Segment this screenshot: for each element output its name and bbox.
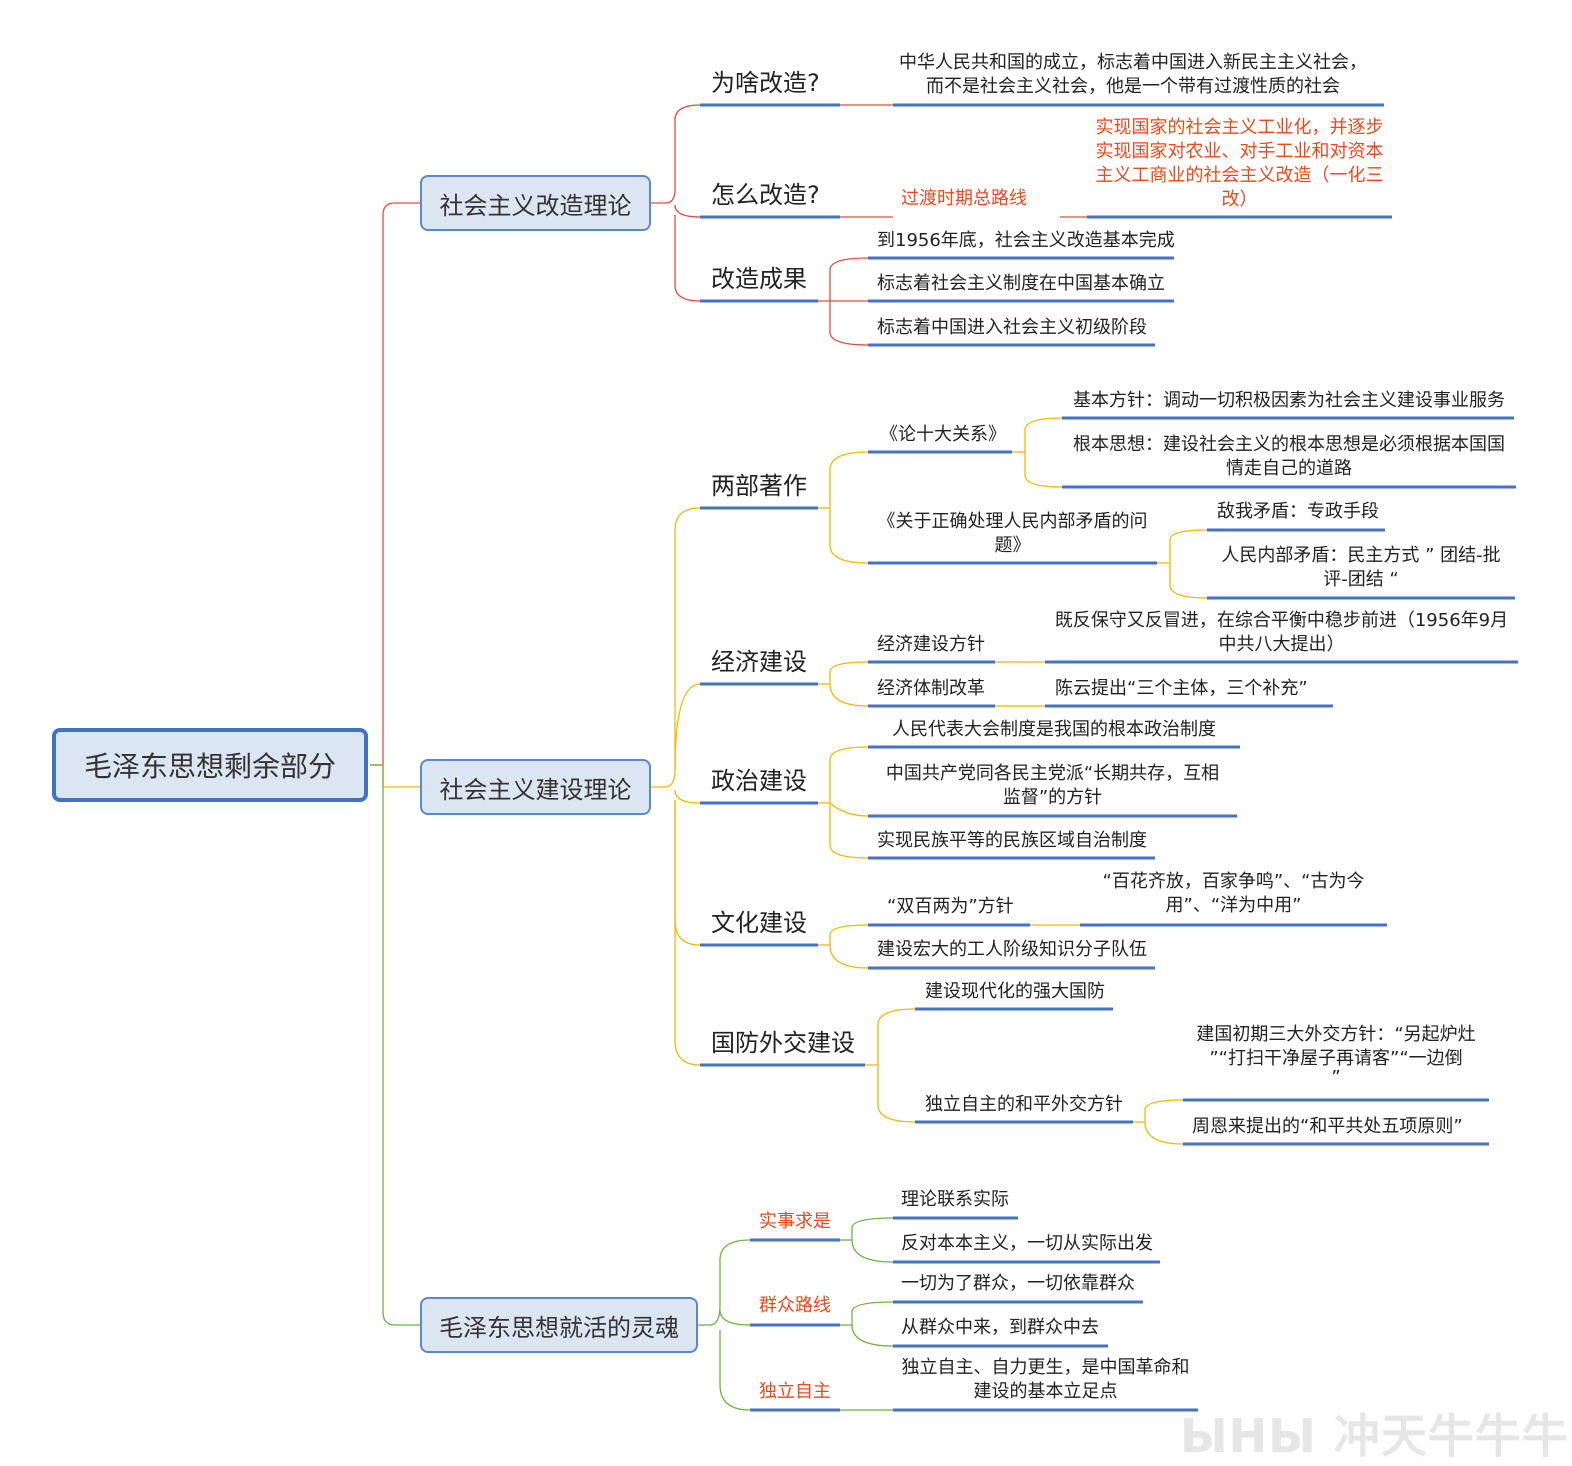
topic-mass-line[interactable]: 群众路线 — [759, 1295, 831, 1316]
economic-policy-detail[interactable]: 既反保守又反冒进，在综合平衡中稳步前进（1956年9月 中共八大提出） — [1045, 609, 1518, 657]
contradiction-item[interactable]: 人民内部矛盾：民主方式 ” 团结-批 评-团结 “ — [1207, 544, 1515, 592]
work-contradictions-line-2: 题》 — [994, 535, 1031, 556]
branch-socialist-construction[interactable]: 社会主义建设理论 — [420, 759, 651, 815]
topic-how-transform[interactable]: 怎么改造? — [711, 181, 820, 209]
defense-item[interactable]: 建设现代化的强大国防 — [925, 981, 1105, 1002]
ten-relations-item-line-1: 根本思想：建设社会主义的根本思想是必须根据本国国 — [1073, 434, 1505, 455]
ten-relations-item-line-2: 情走自己的道路 — [1226, 458, 1352, 479]
bilibili-logo: ЫHЫ — [1180, 1409, 1334, 1463]
ten-relations-item[interactable]: 基本方针：调动一切积极因素为社会主义建设事业服务 — [1073, 390, 1505, 411]
independence-detail-line-1: 独立自主、自力更生，是中国革命和 — [901, 1357, 1190, 1378]
watermark-text: 冲天牛牛牛 — [1333, 1409, 1569, 1463]
double-hundred-detail[interactable]: “百花齐放，百家争鸣”、“古为今 用”、“洋为中用” — [1080, 870, 1387, 918]
topic-economic-construction[interactable]: 经济建设 — [711, 648, 807, 676]
contradiction-item-line-1: 人民内部矛盾：民主方式 ” 团结-批 — [1221, 545, 1501, 566]
topic-two-works[interactable]: 两部著作 — [711, 472, 807, 500]
topic-seek-truth[interactable]: 实事求是 — [759, 1211, 831, 1232]
branch-living-soul[interactable]: 毛泽东思想就活的灵魂 — [420, 1297, 698, 1353]
seek-truth-item[interactable]: 反对本本主义，一切从实际出发 — [901, 1233, 1153, 1254]
topic-transform-result[interactable]: 改造成果 — [711, 265, 807, 293]
political-item-line-2: 监督”的方针 — [1002, 787, 1103, 808]
topic-why-transform[interactable]: 为啥改造? — [711, 69, 820, 97]
economic-reform[interactable]: 经济体制改革 — [877, 678, 985, 699]
mass-line-item[interactable]: 从群众中来，到群众中去 — [901, 1317, 1099, 1338]
mass-line-item[interactable]: 一切为了群众，一切依靠群众 — [901, 1273, 1135, 1294]
economic-reform-detail[interactable]: 陈云提出“三个主体，三个补充” — [1055, 678, 1308, 699]
economic-policy-detail-line-2: 中共八大提出） — [1218, 634, 1345, 655]
topic-defense-diplomacy[interactable]: 国防外交建设 — [711, 1029, 855, 1057]
why-detail-line-2: 而不是社会主义社会，他是一个带有过渡性质的社会 — [926, 76, 1340, 97]
how-detail-line-1: 实现国家的社会主义工业化，并逐步 — [1095, 117, 1384, 138]
cultural-item[interactable]: 建设宏大的工人阶级知识分子队伍 — [877, 939, 1147, 960]
economic-policy[interactable]: 经济建设方针 — [877, 634, 985, 655]
how-detail-line-2: 实现国家对农业、对手工业和对资本 — [1095, 141, 1384, 162]
why-detail[interactable]: 中华人民共和国的成立，标志着中国进入新民主主义社会， 而不是社会主义社会，他是一… — [893, 51, 1373, 99]
result-item[interactable]: 标志着社会主义制度在中国基本确立 — [877, 273, 1165, 294]
branch-socialist-transformation[interactable]: 社会主义改造理论 — [420, 175, 651, 231]
economic-policy-detail-line-1: 既反保守又反冒进，在综合平衡中稳步前进（1956年9月 — [1054, 610, 1509, 631]
political-item[interactable]: 中国共产党同各民主党派“长期共存，互相 监督”的方针 — [868, 762, 1237, 810]
double-hundred-detail-line-2: 用”、“洋为中用” — [1165, 895, 1302, 916]
how-detail-line-4: 改） — [1221, 189, 1258, 210]
diplomacy-item-line-2: ”“打扫干净屋子再请客”“一边倒 — [1209, 1048, 1463, 1069]
contradiction-item[interactable]: 敌我矛盾：专政手段 — [1217, 501, 1379, 522]
peaceful-diplomacy-policy[interactable]: 独立自主的和平外交方针 — [925, 1094, 1123, 1115]
double-hundred-policy[interactable]: “双百两为”方针 — [887, 896, 1014, 917]
how-detail[interactable]: 实现国家的社会主义工业化，并逐步 实现国家对农业、对手工业和对资本 主义工商业的… — [1087, 116, 1392, 212]
seek-truth-item[interactable]: 理论联系实际 — [901, 1189, 1009, 1210]
why-detail-line-1: 中华人民共和国的成立，标志着中国进入新民主主义社会， — [899, 52, 1367, 73]
diplomacy-item-line-3: ” — [1331, 1067, 1341, 1088]
political-item[interactable]: 实现民族平等的民族区域自治制度 — [877, 830, 1147, 851]
diplomacy-item-line-1: 建国初期三大外交方针：“另起炉灶 — [1196, 1024, 1476, 1045]
topic-independence[interactable]: 独立自主 — [759, 1381, 831, 1402]
political-item[interactable]: 人民代表大会制度是我国的根本政治制度 — [892, 719, 1216, 740]
independence-detail[interactable]: 独立自主、自力更生，是中国革命和 建设的基本立足点 — [893, 1356, 1198, 1404]
contradiction-item-line-2: 评-团结 “ — [1323, 569, 1399, 590]
double-hundred-detail-line-1: “百花齐放，百家争鸣”、“古为今 — [1102, 871, 1365, 892]
watermark: ЫHЫ 冲天牛牛牛 — [1180, 1400, 1569, 1466]
topic-cultural-construction[interactable]: 文化建设 — [711, 909, 807, 937]
political-item-line-1: 中国共产党同各民主党派“长期共存，互相 — [885, 763, 1220, 784]
result-item[interactable]: 到1956年底，社会主义改造基本完成 — [877, 230, 1175, 251]
root-topic[interactable]: 毛泽东思想剩余部分 — [52, 728, 368, 802]
work-contradictions-line-1: 《关于正确处理人民内部矛盾的问 — [877, 511, 1148, 532]
diplomacy-item[interactable]: 周恩来提出的“和平共处五项原则” — [1192, 1116, 1463, 1137]
work-ten-relations[interactable]: 《论十大关系》 — [880, 424, 1006, 445]
ten-relations-item[interactable]: 根本思想：建设社会主义的根本思想是必须根据本国国 情走自己的道路 — [1062, 433, 1516, 481]
topic-political-construction[interactable]: 政治建设 — [711, 767, 807, 795]
diplomacy-item[interactable]: 建国初期三大外交方针：“另起炉灶 ”“打扫干净屋子再请客”“一边倒 ” — [1183, 1023, 1489, 1088]
how-detail-line-3: 主义工商业的社会主义改造（一化三 — [1095, 165, 1384, 186]
independence-detail-line-2: 建设的基本立足点 — [973, 1381, 1118, 1402]
result-item[interactable]: 标志着中国进入社会主义初级阶段 — [877, 317, 1147, 338]
transition-general-line[interactable]: 过渡时期总路线 — [901, 188, 1027, 209]
work-contradictions[interactable]: 《关于正确处理人民内部矛盾的问 题》 — [868, 510, 1157, 558]
